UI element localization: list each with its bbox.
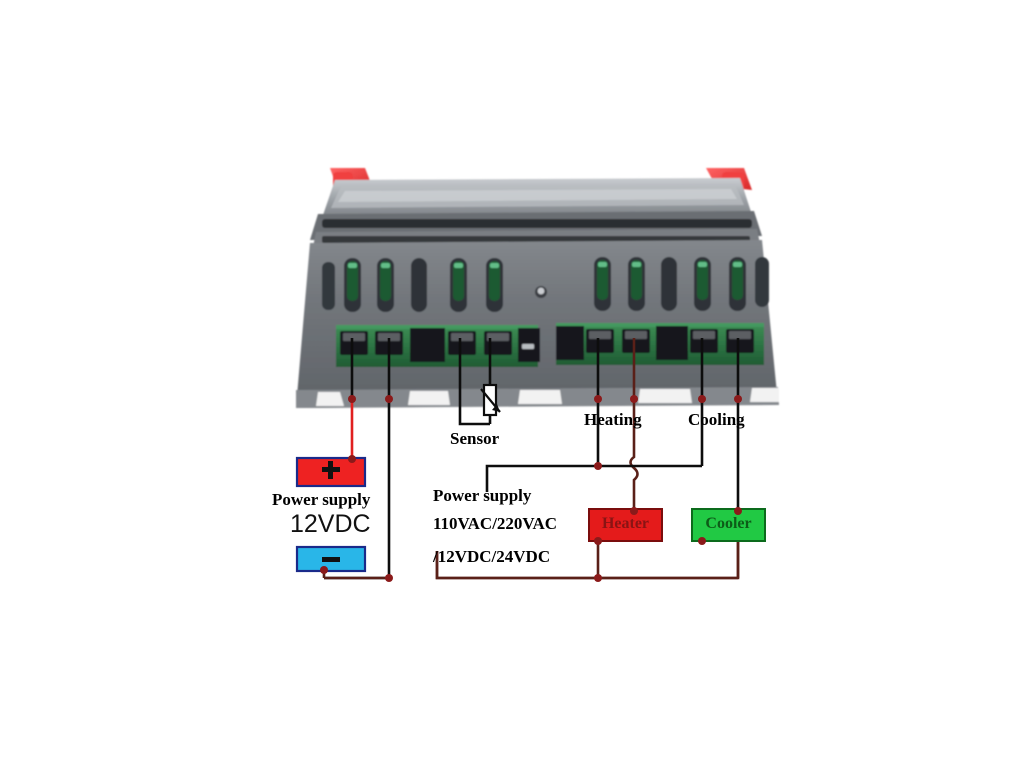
sensor-label: Sensor xyxy=(450,429,500,448)
power-supply-left-voltage: 12VDC xyxy=(290,510,371,538)
wire-sensor-left xyxy=(458,338,490,426)
sensor-thermistor-symbol xyxy=(480,383,501,417)
power-supply-right-line1: 110VAC/220VAC xyxy=(433,514,558,533)
controller-device xyxy=(296,168,779,408)
wire-heating-2 xyxy=(629,338,639,511)
heating-label: Heating xyxy=(584,410,642,429)
heater-box xyxy=(588,508,663,542)
terminal-block-left xyxy=(336,325,540,367)
cooler-box-label: Cooler xyxy=(705,515,752,532)
component-boxes xyxy=(295,456,766,573)
ventilation-slots xyxy=(322,257,769,312)
cooling-label: Cooling xyxy=(688,410,745,429)
heater-box-label: Heater xyxy=(601,515,650,532)
device-bottom-edge xyxy=(296,387,779,408)
terminal-block-right xyxy=(556,323,764,365)
wire-ac-live-rail xyxy=(485,464,702,492)
cooler-box xyxy=(691,508,766,542)
power-supply-right-line2: /12VDC/24VDC xyxy=(433,547,551,566)
power-supply-right-label: Power supply xyxy=(433,486,532,505)
junction-nodes xyxy=(320,395,742,582)
power-supply-left-label: Power supply xyxy=(272,490,371,509)
